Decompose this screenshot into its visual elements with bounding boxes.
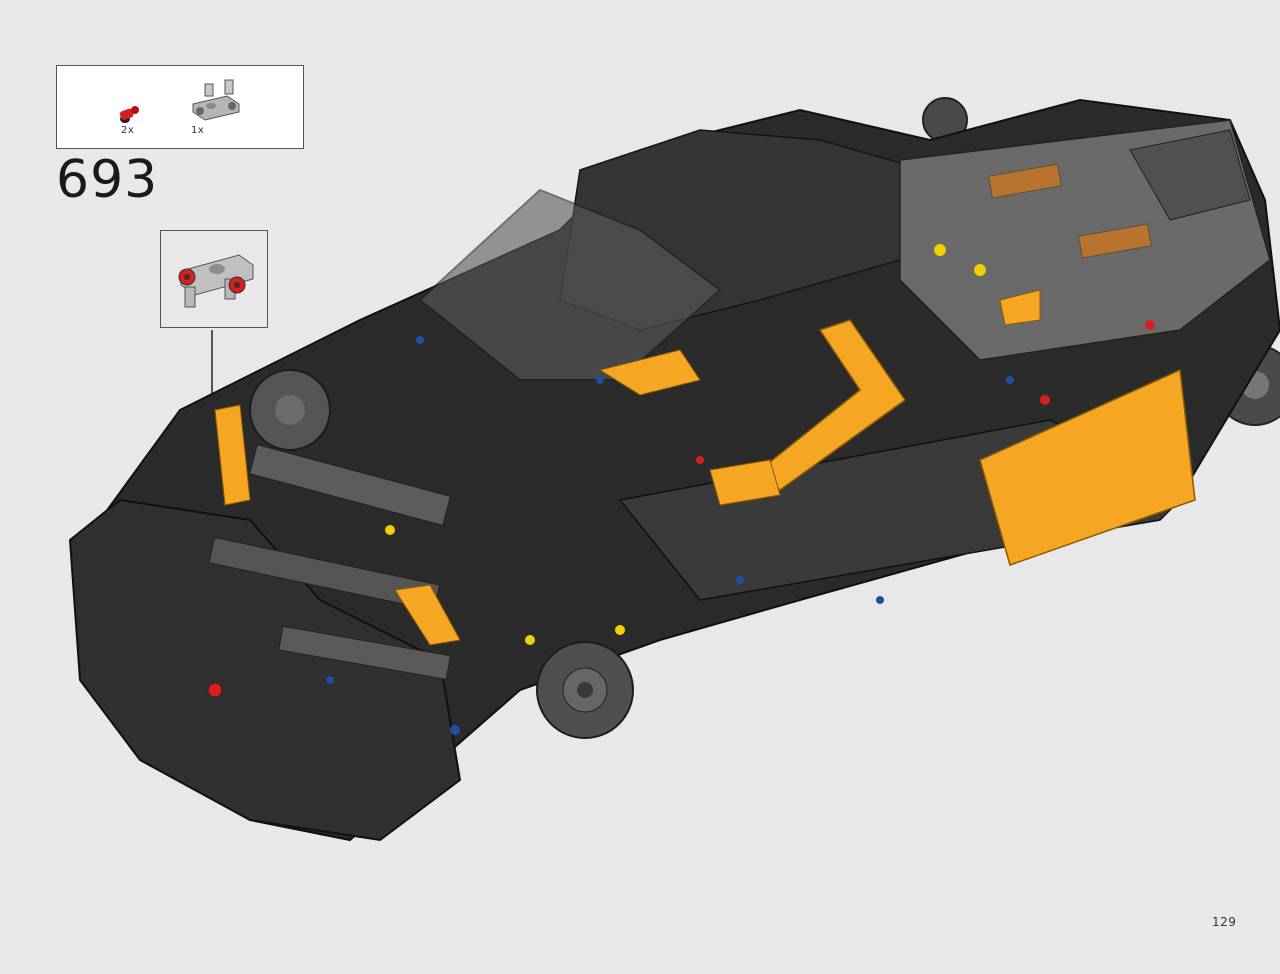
- pins: [207, 244, 1155, 735]
- red-axle-pin-icon: [119, 106, 139, 123]
- page-number: 129: [1212, 915, 1237, 929]
- car-body: [68, 98, 1280, 842]
- step-number: 693: [56, 150, 159, 210]
- parts-list-box: 2x 1x: [56, 65, 304, 149]
- yellow-accents: [214, 289, 1196, 646]
- part-qty-pin: 2x: [121, 125, 135, 136]
- wheel-front-right: [536, 641, 634, 739]
- brake-disc-front-left: [249, 369, 331, 451]
- parts-list-art: [119, 79, 240, 123]
- callout-box: [160, 230, 268, 328]
- connector-assembly-icon: [178, 254, 254, 308]
- part-qty-connector: 1x: [191, 125, 205, 136]
- gray-connector-beam-icon: [192, 79, 240, 121]
